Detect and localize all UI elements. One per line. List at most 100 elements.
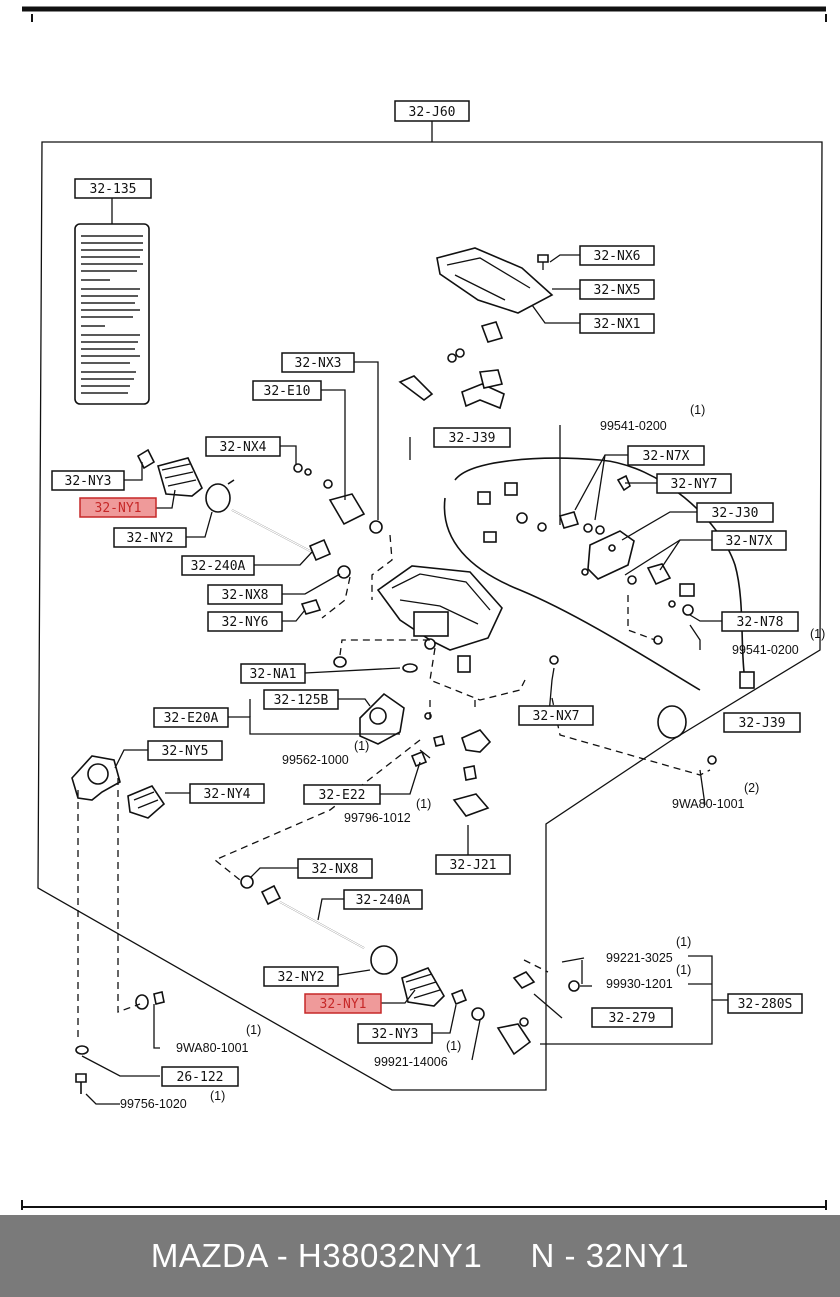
footer-caption: MAZDA - H38032NY1 N - 32NY1	[150, 1237, 690, 1274]
part-number-text: 99756-1020	[120, 1097, 187, 1111]
callout-32-ny4: 32-NY4	[189, 783, 265, 804]
parts-diagram: 32-J60	[21, 6, 827, 1210]
callout-box	[727, 993, 803, 1014]
part-number-text: 99541-0200	[600, 419, 667, 433]
part-number-text: 99796-1012	[344, 811, 411, 825]
callout-32-nx8: 32-NX8	[207, 584, 283, 605]
callout-box	[627, 445, 705, 466]
callout-32-125b: 32-125B	[263, 689, 339, 710]
part-number: H38032NY1	[297, 1237, 483, 1274]
callout-32-nx8: 32-NX8	[297, 858, 373, 879]
steering-column-cover	[436, 247, 554, 343]
callout-text: 32-NX5	[594, 283, 641, 298]
callout-32-n7x: 32-N7X	[627, 445, 705, 466]
callout-32-n78: 32-N78	[721, 611, 799, 632]
callout-32-nx6: 32-NX6	[579, 245, 655, 266]
callout-32-ny1-highlighted: 32-NY1	[79, 497, 157, 518]
callout-text: 32-NY2	[278, 970, 325, 985]
part-number-text: 99541-0200	[732, 643, 799, 657]
callout-box	[147, 740, 223, 761]
quantity-text: (1)	[416, 797, 431, 811]
callout-box	[591, 1007, 673, 1028]
callout-box	[263, 689, 339, 710]
callout-text: 32-NX7	[533, 709, 580, 724]
callout-text: 32-NY5	[162, 744, 209, 759]
quantity-text: (1)	[690, 403, 705, 417]
part-number-text: 9WA80-1001	[176, 1041, 249, 1055]
callout-32-240a: 32-240A	[181, 555, 255, 576]
callout-text: 32-NY1	[95, 501, 142, 516]
callout-32-ny2: 32-NY2	[263, 966, 339, 987]
callout-text: 32-NX8	[222, 588, 269, 603]
callout-box	[579, 313, 655, 334]
callout-box	[518, 705, 594, 726]
part-number-99756-1020: 99756-1020(1)	[120, 1089, 225, 1111]
quantity-text: (1)	[676, 935, 691, 949]
callout-text: 32-NX6	[594, 249, 641, 264]
callout-text: 32-J39	[449, 431, 496, 446]
callout-box	[79, 497, 157, 518]
callout-text: 32-NY3	[65, 474, 112, 489]
callout-32-nx3: 32-NX3	[281, 352, 355, 373]
callout-labels: 32-135 32-NX6 32-NX5 32-NX1 32-NX3 32-E10 32-J…	[51, 178, 803, 1087]
callout-box	[181, 555, 255, 576]
callout-32-nx4: 32-NX4	[205, 436, 281, 457]
part-number-99541-0200: 99541-0200 (1)	[600, 403, 705, 433]
callout-box	[207, 584, 283, 605]
callout-text: 26-122	[177, 1070, 224, 1085]
callout-box	[435, 854, 511, 875]
callout-32-j21: 32-J21	[435, 854, 511, 875]
callout-32-e22: 32-E22	[303, 784, 381, 805]
callout-32-ny1-highlighted: 32-NY1	[304, 993, 382, 1014]
brand-name: MAZDA	[150, 1237, 268, 1274]
callout-box	[304, 993, 382, 1014]
callout-box	[723, 712, 801, 733]
callout-text: 32-J39	[739, 716, 786, 731]
callout-text: 32-135	[90, 182, 137, 197]
callout-32-279: 32-279	[591, 1007, 673, 1028]
callout-32-j39: 32-J39	[433, 427, 511, 448]
callout-text: 32-NY2	[127, 531, 174, 546]
callout-text: 32-125B	[274, 693, 329, 708]
callout-text: 32-NA1	[250, 667, 297, 682]
callout-32-e20a: 32-E20A	[153, 707, 229, 728]
callout-text: 32-279	[609, 1011, 656, 1026]
callout-box	[721, 611, 799, 632]
callout-text: 32-E20A	[164, 711, 219, 726]
callout-26-122: 26-122	[161, 1066, 239, 1087]
callout-text: 32-J30	[712, 506, 759, 521]
callout-text: 32-E22	[319, 788, 366, 803]
callout-text: 32-J21	[450, 858, 497, 873]
callout-box	[153, 707, 229, 728]
callout-text: 32-NX8	[312, 862, 359, 877]
callout-box	[51, 470, 125, 491]
callout-32-nx1: 32-NX1	[579, 313, 655, 334]
quantity-text: (1)	[676, 963, 691, 977]
callout-box	[343, 889, 423, 910]
callout-32-nx7: 32-NX7	[518, 705, 594, 726]
part-number-text: 9WA80-1001	[672, 797, 745, 811]
callout-text: 32-NY3	[372, 1027, 419, 1042]
callout-box	[579, 245, 655, 266]
part-number-9wa80-1001: 9WA80-1001(2)	[672, 781, 759, 811]
callout-box	[205, 436, 281, 457]
callout-text: 32-N78	[737, 615, 784, 630]
callout-box	[263, 966, 339, 987]
part-number-labels: 99541-0200(1)99541-0200(1)99562-1000(1)9…	[120, 403, 825, 1111]
callout-box	[281, 352, 355, 373]
part-number-99541-0200: 99541-0200(1)	[732, 627, 825, 657]
callout-text: 32-NY7	[671, 477, 718, 492]
callout-box	[297, 858, 373, 879]
callout-box	[161, 1066, 239, 1087]
callout-32-135: 32-135	[74, 178, 152, 199]
callout-text: 32-NY4	[204, 787, 251, 802]
callout-box	[113, 527, 187, 548]
lower-tie-rod	[240, 875, 585, 1056]
callout-box	[207, 611, 283, 632]
callout-32-ny3: 32-NY3	[51, 470, 125, 491]
callout-32-n7x: 32-N7X	[711, 530, 787, 551]
callout-text: 32-E10	[264, 384, 311, 399]
callout-32-j39: 32-J39	[723, 712, 801, 733]
callout-text: 32-240A	[356, 893, 411, 908]
part-number-99796-1012: 99796-1012 (1)	[344, 797, 431, 825]
